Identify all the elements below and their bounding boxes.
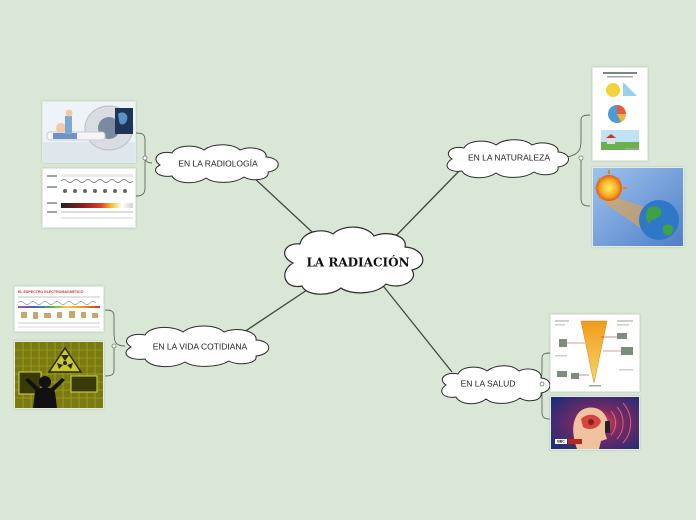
image-sun-earth[interactable] <box>592 167 684 247</box>
central-cloud[interactable] <box>284 226 424 295</box>
bracket-vida-bottom <box>104 346 115 377</box>
image-electromagnetic-spectrum[interactable]: EL ESPECTRO ELECTROMAGNÉTICO <box>14 286 104 332</box>
bracket-salud-bottom <box>541 384 551 420</box>
branch-label-vida: EN LA VIDA COTIDIANA <box>153 341 248 351</box>
cloud-naturaleza[interactable] <box>446 139 569 179</box>
bracket-radiologia-top <box>135 132 153 164</box>
bracket-radiologia-bottom <box>135 158 146 197</box>
spectrum-title: EL ESPECTRO ELECTROMAGNÉTICO <box>18 289 84 294</box>
cloud-vida[interactable] <box>125 325 270 367</box>
bracket-vida-top <box>104 309 126 347</box>
bracket-naturaleza-top <box>552 114 591 159</box>
image-spectrum-chart[interactable] <box>42 168 136 228</box>
connector-naturaleza <box>387 167 463 245</box>
collapse-knob-naturaleza[interactable] <box>578 155 584 161</box>
image-radiation-levels[interactable] <box>550 314 640 392</box>
collapse-knob-salud[interactable] <box>539 381 545 387</box>
branch-label-radiologia: EN LA RADIOLOGÍA <box>178 158 258 168</box>
central-title: LA RADIACIÓN <box>306 254 409 270</box>
branch-label-naturaleza: EN LA NATURALEZA <box>468 152 550 162</box>
image-head-radiation[interactable]: BBC <box>550 396 640 450</box>
connector-salud <box>379 281 453 373</box>
news-badge-label: BBC <box>557 440 565 444</box>
bracket-naturaleza-bottom <box>580 158 591 207</box>
image-radiation-hazard[interactable] <box>14 341 104 409</box>
image-ct-scanner[interactable] <box>42 101 136 163</box>
collapse-knob-vida[interactable] <box>111 343 117 349</box>
cloud-radiologia[interactable] <box>155 144 279 184</box>
collapse-knob-radiologia[interactable] <box>142 155 148 161</box>
image-natural-radiation-poster[interactable] <box>592 67 648 161</box>
branch-label-salud: EN LA SALUD <box>461 378 516 388</box>
